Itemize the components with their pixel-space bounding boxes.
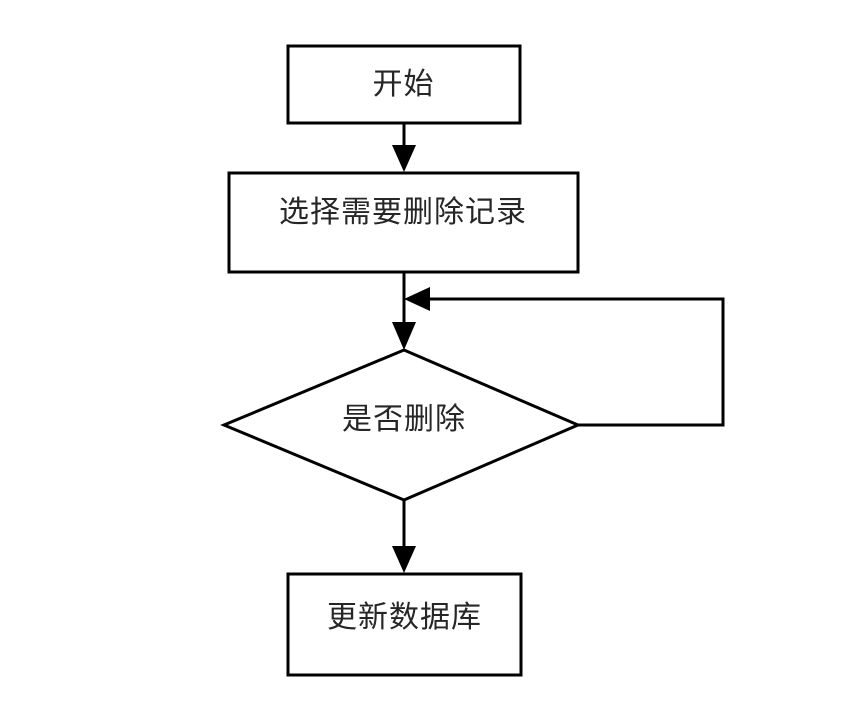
node-update-db-label: 更新数据库 (327, 601, 482, 634)
node-start-shape[interactable] (286, 44, 522, 125)
edge-arrowheads (392, 145, 430, 573)
arrowhead-decision-to-update (392, 546, 416, 573)
node-start-label: 开始 (372, 68, 435, 101)
node-select-records-label: 选择需要删除记录 (279, 196, 527, 229)
node-shapes (220, 44, 582, 677)
node-confirm-delete-label: 是否删除 (342, 403, 466, 436)
arrowhead-decision-loop-back (404, 287, 430, 311)
edge-decision-loop-back-line (420, 297, 725, 427)
node-select-records-shape[interactable] (227, 171, 580, 274)
arrowhead-select-to-decision (392, 322, 416, 350)
arrowhead-start-to-select (392, 145, 416, 172)
node-update-db-shape[interactable] (286, 572, 523, 677)
